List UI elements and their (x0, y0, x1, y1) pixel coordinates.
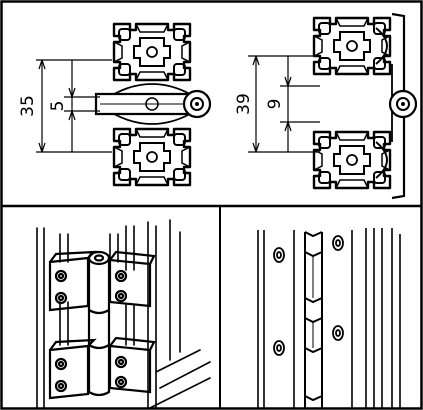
dimension-label-outer-right: 39 (234, 93, 254, 115)
screws (273, 235, 344, 356)
dimension-label-inner-right: 9 (265, 99, 285, 110)
panel-bottom-left (36, 219, 211, 409)
hinge-spine (304, 231, 323, 408)
left-profile-rails (257, 230, 295, 408)
right-profile-rails (351, 228, 401, 408)
hinge-leaf (94, 83, 212, 125)
hinge-barrel (87, 250, 111, 397)
dimension-lines-left (36, 59, 112, 153)
dimension-lines-right (248, 55, 320, 153)
lower-profile-right (312, 130, 392, 190)
lower-hinge-leaf (48, 336, 156, 400)
upper-profile-right (312, 16, 392, 76)
dimension-label-outer-left: 35 (18, 95, 38, 117)
profile-rails (36, 219, 181, 409)
hinge-pin-right (396, 97, 410, 111)
upper-profile (112, 22, 192, 82)
panel-bottom-right (257, 228, 401, 408)
panel-top-right: 39 9 (234, 12, 418, 200)
dimension-label-inner-left: 5 (48, 101, 68, 112)
panel-top-left: 35 5 (18, 22, 212, 187)
hinge-pin (190, 97, 204, 111)
lower-profile (112, 127, 192, 187)
